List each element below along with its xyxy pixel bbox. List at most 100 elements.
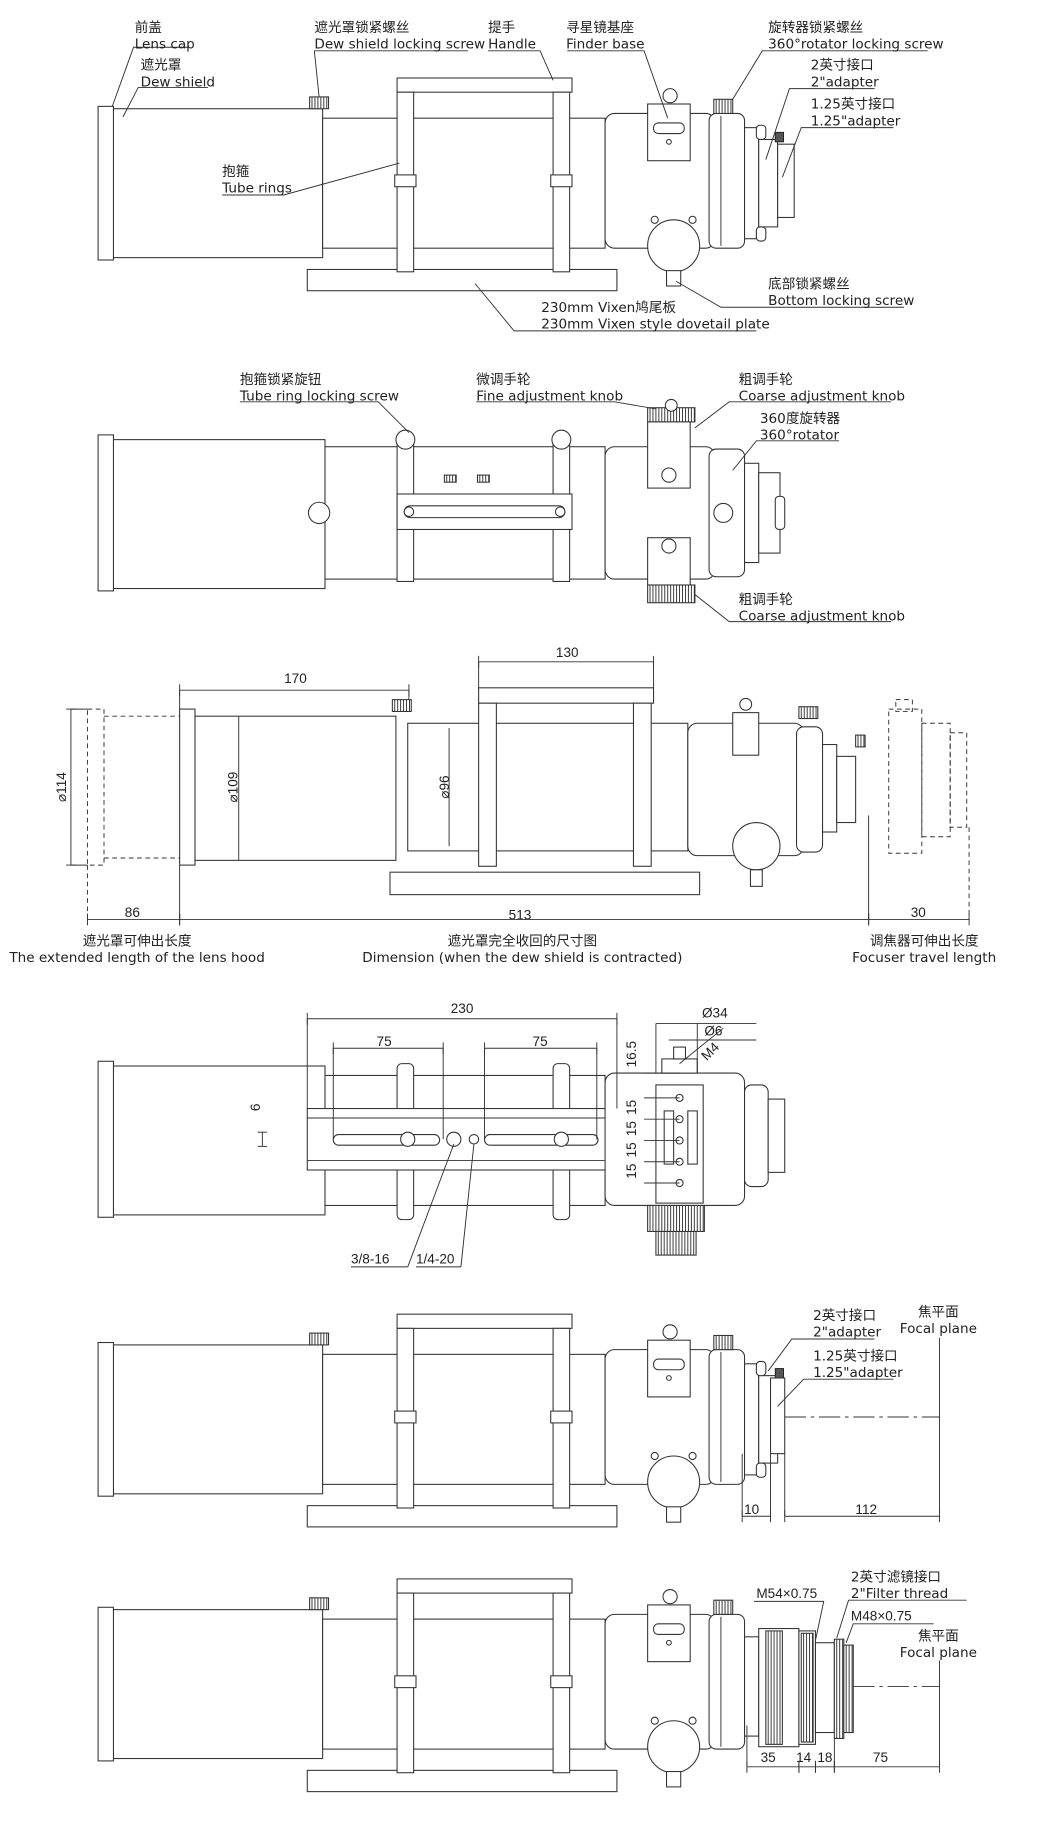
coarse-knob-bottom-label: Coarse adjustment knob [739, 608, 905, 624]
thread-1-4-20: 1/4-20 [416, 1251, 455, 1266]
p3-adapter-screw [855, 734, 866, 748]
dim-15-4: 15 [624, 1164, 639, 1179]
p2-dovetail-slot [403, 505, 566, 519]
filter-thread-label-zh: 2英寸滤镜接口 [851, 1568, 941, 1585]
p4-finder-foot [661, 1058, 698, 1074]
p3-finder-screw [739, 697, 753, 711]
p5-coarse-knob [647, 1455, 701, 1509]
p1-adapter-125-screw [774, 131, 785, 143]
p2-lens-cap [97, 434, 114, 592]
leader-m4 [679, 1027, 724, 1065]
p2-rotator-screw [713, 502, 734, 523]
tube-rings-label: Tube rings [221, 181, 292, 197]
p2-fine-knob-cap [664, 398, 678, 412]
p5-adapter-thumbscrew [755, 1360, 767, 1377]
leader-dovetail [474, 283, 757, 332]
m48-label: M48×0.75 [851, 1608, 912, 1623]
p3-screw-extended [895, 699, 913, 712]
dia-34: Ø34 [702, 1006, 728, 1021]
lens-cap-label-zh: 前盖 [135, 19, 162, 36]
p2-dovetail-screw [443, 474, 457, 483]
p4-rail [687, 1110, 698, 1165]
p6-rotator-ring [744, 1636, 760, 1737]
dia-96: ⌀96 [437, 775, 452, 798]
p1-rotator [708, 112, 746, 249]
tube-rings-label-zh: 抱箍 [222, 163, 250, 180]
p3-rotator [796, 726, 824, 853]
panel-dimensions-labels: 130 170 ⌀114 ⌀109 ⌀96 86 513 30 遮光罩可伸出长度… [8, 645, 996, 966]
dovetail-label: 230mm Vixen style dovetail plate [541, 317, 769, 333]
panel-side-view-labels: 前盖 Lens cap 遮光罩 Dew shield 遮光罩锁紧螺丝 Dew s… [135, 19, 944, 333]
adapter-125-label-zh-5: 1.25英寸接口 [813, 1347, 898, 1364]
adapter-2-label-5: 2"adapter [813, 1325, 881, 1341]
p1-finder-screw-icon [662, 88, 678, 104]
dim-75a: 75 [377, 1034, 392, 1049]
leader-coarse-top [694, 401, 892, 429]
p5-dovetail-plate [306, 1505, 618, 1528]
dim-16-5: 16.5 [624, 1041, 639, 1067]
leader-adapter-125 [781, 127, 894, 178]
p6-lens-cap [97, 1606, 114, 1762]
rotator-screw-label: 360°rotator locking screw [768, 36, 943, 52]
p6-ring-clamp [394, 1675, 417, 1689]
p4-adapter [767, 1098, 786, 1173]
contracted-label: Dimension (when the dew shield is contra… [362, 950, 682, 966]
leader-rotator [732, 440, 840, 471]
leader-filter [836, 1599, 967, 1639]
p4-slot-screw [400, 1131, 416, 1147]
dim-15-2: 15 [624, 1121, 639, 1136]
p2-ring-screw [551, 429, 572, 450]
p2-coarse-knob-bottom [647, 584, 696, 604]
p2-slot-screw [403, 506, 415, 517]
p6-m48-ring [843, 1644, 854, 1734]
p2-dew-shield [112, 439, 326, 590]
adapter-125-label: 1.25"adapter [811, 113, 901, 129]
p3-coarse-knob [732, 822, 781, 871]
p5-adapter-125 [770, 1377, 786, 1455]
coarse-knob-top-label: Coarse adjustment knob [739, 389, 905, 405]
dew-shield-label: Dew shield [141, 74, 215, 90]
p6-dew-shield [112, 1609, 324, 1760]
p3-dew-shield [194, 715, 397, 861]
p4-hole-3-8-16 [446, 1131, 462, 1147]
p1-handle [396, 77, 573, 93]
p3-adapter-extended [921, 722, 951, 838]
p1-knob-screw [650, 215, 659, 224]
p1-adapter-125 [777, 143, 795, 218]
p2-ring-screw [395, 429, 416, 450]
focuser-travel-label: Focuser travel length [852, 950, 996, 966]
dew-screw-label: Dew shield locking screw [314, 36, 485, 52]
p5-bottom-locking-screw [666, 1506, 682, 1523]
p6-dovetail-plate [306, 1769, 618, 1793]
p1-adapter-thumbscrew [755, 124, 767, 140]
focal-plane-label-zh-5: 焦平面 [918, 1305, 959, 1321]
focal-plane-label-5: Focal plane [900, 1321, 977, 1337]
lens-cap-label: Lens cap [135, 36, 195, 52]
p6-handle [396, 1578, 573, 1594]
adapter-125-label-zh: 1.25英寸接口 [811, 96, 896, 113]
p5-finder-slot [653, 1358, 685, 1371]
p5-knob-screw [688, 1451, 697, 1461]
dia-114: ⌀114 [54, 772, 69, 802]
leader-adapter-2 [765, 88, 875, 160]
dim-230: 230 [451, 1001, 474, 1016]
dew-shield-label-zh: 遮光罩 [141, 58, 182, 74]
p4-coarse-knob [647, 1204, 705, 1232]
leader-ring-screw [239, 401, 410, 433]
leader-rotator-screw [732, 50, 928, 100]
p3-adapter-extended [949, 732, 968, 828]
p1-coarse-knob [647, 219, 701, 273]
m4-label: M4 [698, 1039, 722, 1063]
leader-finder-base [567, 50, 669, 119]
p5-ring-clamp [394, 1410, 417, 1424]
panel-focal-visual-labels: 2英寸接口 2"adapter 1.25英寸接口 1.25"adapter 焦平… [744, 1305, 977, 1517]
panel-bottom-view-labels: 230 75 75 Ø34 Ø6 M4 16.5 6 15 15 15 15 3… [248, 1001, 728, 1267]
dim-86: 86 [125, 905, 140, 920]
p1-bottom-locking-screw [666, 270, 682, 287]
p6-ring-clamp [550, 1675, 573, 1689]
p5-adapter-125-screw [774, 1368, 785, 1379]
p3-finder-base [732, 712, 760, 756]
p6-finder-slot [653, 1623, 685, 1635]
ring-screw-label: Tube ring locking screw [239, 389, 399, 405]
p4-slot [332, 1134, 441, 1146]
